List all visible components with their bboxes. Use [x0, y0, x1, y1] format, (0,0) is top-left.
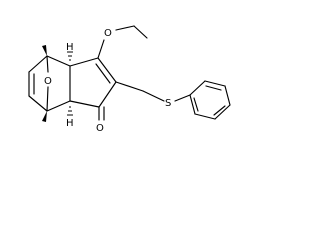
ether-oxygen-label: O: [104, 28, 112, 39]
bond-ch2-s: [142, 90, 165, 102]
bond-c3-c4: [28, 95, 48, 112]
bond-ch2-ch3: [133, 25, 148, 39]
bond-c8-c9: [98, 81, 117, 108]
carbonyl-group: [98, 106, 105, 121]
bond-oether-ch2: [115, 25, 135, 31]
wedge-c4-down: [42, 111, 47, 122]
bond-c9-c6: [69, 100, 100, 108]
hydrogen-bottom-label: H: [66, 118, 74, 129]
chemical-structure-diagram: O O O S H H: [28, 25, 231, 134]
cyclopentenone-ring: [69, 57, 117, 108]
bond-c7-oether: [97, 39, 105, 59]
bond-c7-c8: [97, 57, 117, 83]
wedge-c1-up: [42, 45, 47, 56]
oxabicyclic-skeleton: [28, 55, 71, 112]
bond-c1-c5: [46, 55, 71, 67]
sulfur-label: S: [165, 98, 171, 109]
bridgehead-wedges: [42, 45, 47, 122]
bond-c7-c8-double: [95, 63, 111, 84]
bond-s-ipso: [174, 94, 191, 102]
hydrogen-top-label: H: [66, 42, 74, 53]
phenylthiomethyl-group: [115, 81, 191, 102]
bond-c8-ch2: [115, 81, 144, 92]
carbonyl-oxygen-label: O: [96, 123, 104, 134]
bridge-oxygen-label: O: [44, 76, 52, 87]
bond-c5-c7: [69, 57, 99, 67]
bond-c1-c2: [28, 55, 48, 73]
bond-c4-obridge: [46, 86, 49, 112]
bond-c1-obridge: [46, 55, 49, 73]
ethoxy-group: [97, 25, 148, 59]
hashed-hydrogen-bonds: [67, 51, 73, 116]
bond-c6-c4: [46, 100, 71, 112]
phenyl-ring: [189, 80, 231, 120]
atom-labels: O O O S H H: [44, 28, 171, 134]
